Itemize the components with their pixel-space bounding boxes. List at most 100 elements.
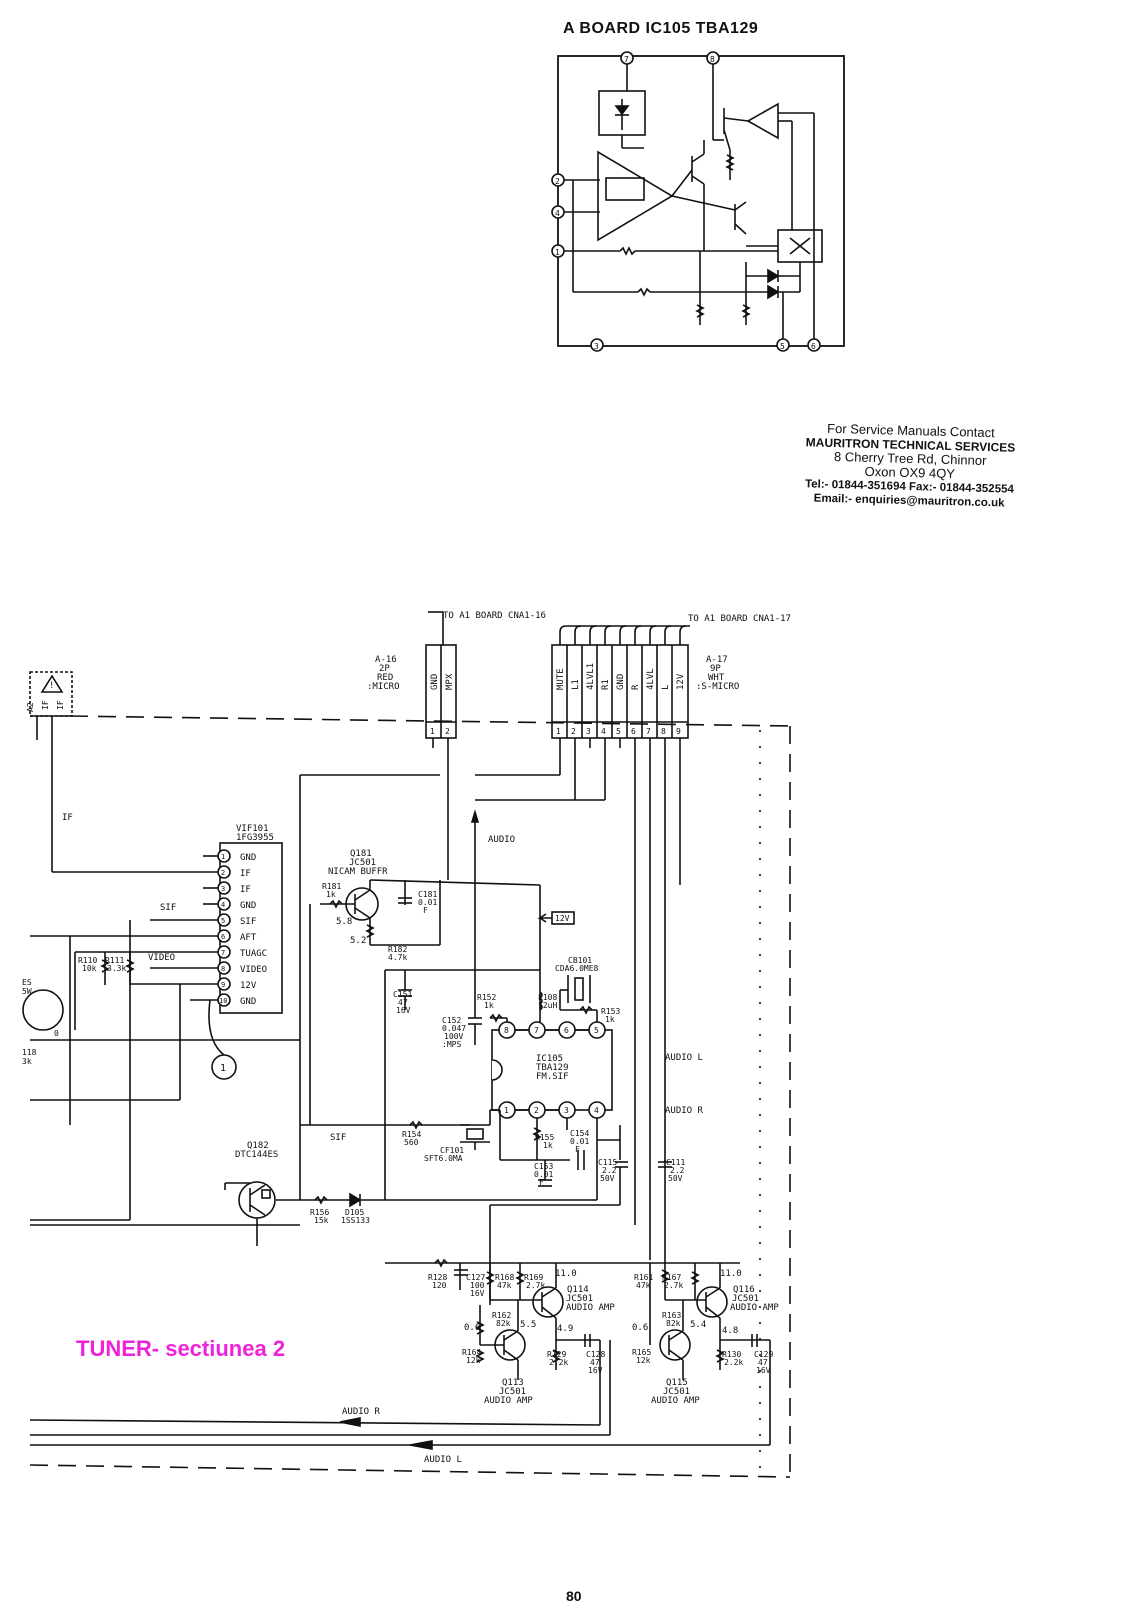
block-diagram-title: A BOARD IC105 TBA129 (563, 20, 759, 37)
svg-text:R168: R168 (495, 1273, 514, 1282)
svg-text:GND: GND (240, 901, 256, 911)
svg-text:2.2: 2.2 (602, 1166, 617, 1175)
svg-text:3: 3 (586, 727, 591, 736)
svg-text:AUDIO R: AUDIO R (665, 1106, 704, 1116)
svg-text:AUDIO AMP: AUDIO AMP (730, 1303, 779, 1313)
svg-text:3: 3 (564, 1106, 569, 1115)
svg-text:JC501: JC501 (499, 1387, 526, 1397)
svg-text:C129: C129 (754, 1350, 773, 1359)
svg-text:IF: IF (240, 885, 251, 895)
q116-transistor (696, 1286, 728, 1318)
svg-text:0: 0 (54, 1029, 59, 1038)
svg-text:5: 5 (780, 342, 785, 351)
svg-text:C111: C111 (666, 1158, 685, 1167)
svg-text:TBA129: TBA129 (536, 1063, 569, 1073)
svg-text:12V: 12V (240, 981, 257, 991)
svg-text:FM.SIF: FM.SIF (536, 1072, 569, 1082)
svg-text:2: 2 (445, 727, 450, 736)
svg-text:NICAM BUFFR: NICAM BUFFR (328, 867, 388, 877)
svg-text:4: 4 (221, 901, 225, 909)
svg-text:120: 120 (432, 1281, 447, 1290)
svg-text:0.6: 0.6 (464, 1323, 480, 1333)
svg-text:AUDIO R: AUDIO R (342, 1407, 381, 1417)
svg-text:47: 47 (758, 1358, 768, 1367)
svg-text:5W: 5W (22, 987, 32, 996)
svg-text:C127: C127 (466, 1273, 485, 1282)
svg-text:10: 10 (219, 997, 227, 1005)
svg-text:3: 3 (221, 885, 225, 893)
svg-text:AUDIO AMP: AUDIO AMP (566, 1303, 615, 1313)
svg-text:0.6: 0.6 (632, 1323, 648, 1333)
svg-text:A-17: A-17 (706, 655, 728, 665)
svg-text:9: 9 (221, 981, 225, 989)
svg-text:Q116: Q116 (733, 1285, 755, 1295)
svg-text:12V: 12V (676, 673, 686, 690)
svg-text:7: 7 (624, 55, 629, 64)
svg-text:2: 2 (571, 727, 576, 736)
svg-text:C151: C151 (393, 990, 412, 999)
svg-text:JC501: JC501 (663, 1387, 690, 1397)
block-pin-7: 7 (620, 51, 634, 65)
svg-text:R129: R129 (547, 1350, 566, 1359)
svg-text:R: R (631, 684, 641, 690)
svg-text:560: 560 (404, 1138, 419, 1147)
svg-text:2.7k: 2.7k (526, 1281, 545, 1290)
svg-text:8: 8 (504, 1026, 509, 1035)
svg-text:4.7k: 4.7k (388, 953, 407, 962)
svg-text:5.8: 5.8 (336, 917, 352, 927)
svg-text:12V: 12V (555, 914, 570, 923)
svg-text:R162: R162 (492, 1311, 511, 1320)
svg-text:R163: R163 (662, 1311, 681, 1320)
svg-text:6: 6 (811, 342, 816, 351)
svg-text:Q114: Q114 (567, 1285, 589, 1295)
svg-text:CDA6.0ME8: CDA6.0ME8 (555, 964, 599, 973)
svg-text:JC501: JC501 (732, 1294, 759, 1304)
service-contact-note: For Service Manuals Contact MAURITRON TE… (789, 421, 1031, 511)
connector-a16 (425, 611, 457, 880)
svg-text:L108: L108 (538, 993, 557, 1002)
svg-text::MICRO: :MICRO (367, 682, 400, 692)
svg-text:R167: R167 (662, 1273, 681, 1282)
svg-text:GND: GND (616, 674, 626, 690)
svg-text:8: 8 (710, 55, 715, 64)
svg-text:12k: 12k (466, 1356, 481, 1365)
caption-cna1-16: TO A1 BOARD CNA1-16 (443, 611, 546, 621)
svg-text:2P: 2P (379, 664, 390, 674)
svg-text:15k: 15k (314, 1216, 329, 1225)
svg-text:100V: 100V (444, 1032, 463, 1041)
svg-text:JC501: JC501 (349, 858, 376, 868)
svg-text:L1: L1 (571, 679, 581, 690)
svg-text:AUDIO L: AUDIO L (665, 1053, 703, 1063)
left-partial-circuit (22, 671, 300, 1221)
svg-text:!: ! (49, 681, 54, 691)
svg-text:MPX: MPX (445, 673, 455, 690)
svg-text:1: 1 (555, 248, 560, 257)
svg-text:AFT: AFT (240, 933, 257, 943)
q181-transistor (309, 879, 541, 1125)
block-pin-4: 4 (551, 205, 565, 219)
svg-text:82k: 82k (666, 1319, 681, 1328)
svg-text:2.2: 2.2 (670, 1166, 685, 1175)
board-outline (29, 715, 791, 1478)
q182-transistor (30, 1181, 597, 1246)
q115-transistor (659, 1329, 691, 1361)
q114-transistor (532, 1286, 564, 1318)
svg-text:3.3k: 3.3k (107, 964, 126, 973)
svg-text:SIF: SIF (160, 903, 176, 913)
block-pin-2: 2 (551, 173, 565, 187)
svg-text:16V: 16V (470, 1289, 485, 1298)
svg-text:5.4: 5.4 (690, 1320, 706, 1330)
svg-text:F: F (423, 906, 428, 915)
svg-text:A2: A2 (26, 702, 35, 712)
svg-text:8: 8 (221, 965, 225, 973)
svg-text:3: 3 (594, 342, 599, 351)
svg-text:47k: 47k (636, 1281, 651, 1290)
svg-text:R156: R156 (310, 1208, 329, 1217)
svg-text:47: 47 (590, 1358, 600, 1367)
svg-text:C128: C128 (586, 1350, 605, 1359)
svg-text:AUDIO AMP: AUDIO AMP (484, 1396, 533, 1406)
svg-text:16V: 16V (756, 1366, 771, 1375)
section-label: TUNER- sectiunea 2 (76, 1336, 286, 1361)
svg-text:R152: R152 (477, 993, 496, 1002)
